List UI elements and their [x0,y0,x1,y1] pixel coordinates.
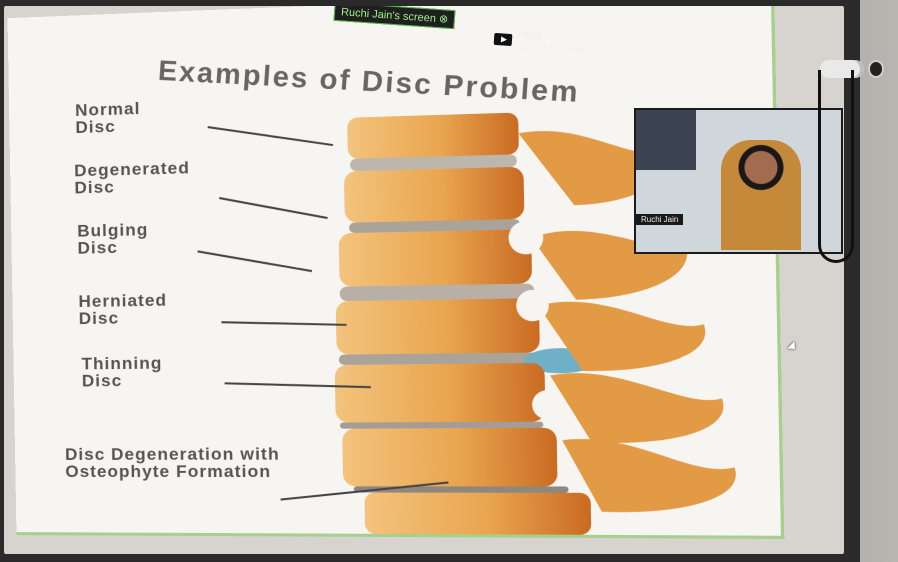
webcam-lens [868,60,884,78]
label-osteophyte-formation: Disc Degeneration with Osteophyte Format… [65,445,375,480]
shared-content-thumbnail [636,110,696,170]
label-normal-disc: Normal Disc [75,98,187,136]
label-thinning-disc: Thinning Disc [81,354,204,389]
label-degenerated-disc: Degenerated Disc [74,158,217,196]
webcam-cable [818,70,854,263]
pointer-icon [787,341,798,352]
projection-screen: Examples of Disc Problem [4,6,844,554]
participant-avatar [721,140,801,250]
dot-icon: ⊗ [439,13,449,26]
participant-name: Ruchi Jain [636,214,683,225]
label-bulging-disc: Bulging Disc [77,220,189,257]
share-banner-text: Ruchi Jain's screen [341,6,437,25]
presentation-slide: Examples of Disc Problem [8,6,785,539]
youtube-icon [494,33,513,46]
participant-video-tile[interactable]: Ruchi Jain [634,108,843,254]
leader-line [197,250,312,272]
label-herniated-disc: Herniated Disc [78,291,211,327]
